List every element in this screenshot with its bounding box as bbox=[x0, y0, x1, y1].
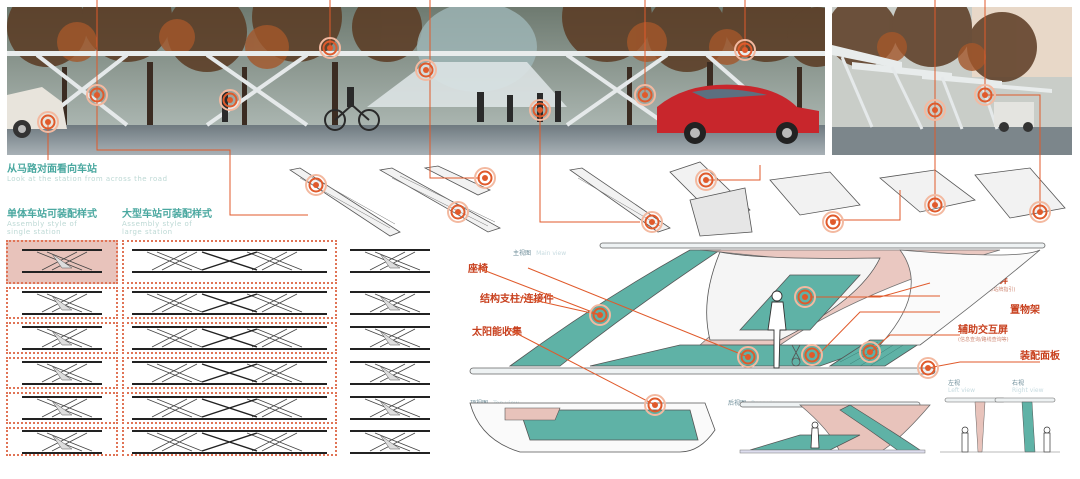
road-view-caption: 从马路对面看向车站 Look at the station from acros… bbox=[7, 160, 168, 183]
rear-view-cn: 后视图 bbox=[728, 400, 747, 407]
large-station-title-en-1: Assembly style of bbox=[122, 220, 193, 228]
label-rack: 置物架 bbox=[1010, 305, 1040, 316]
single-station-title-en-1: Assembly style of bbox=[7, 220, 78, 228]
single-style-cell[interactable] bbox=[6, 357, 118, 389]
single-station-title-cn: 单体车站可装配样式 bbox=[7, 209, 97, 220]
main-view-label: 主视图 Main view bbox=[513, 240, 566, 259]
single-station-caption: 单体车站可装配样式 Assembly style of single stati… bbox=[7, 205, 97, 236]
large-style-cell[interactable] bbox=[122, 392, 337, 424]
single-style-cell[interactable] bbox=[6, 392, 118, 424]
single-style-cell[interactable] bbox=[6, 287, 118, 319]
large-station-title-en-2: large station bbox=[122, 228, 173, 236]
label-solar: 太阳能收集 bbox=[472, 327, 522, 338]
large-style-cell[interactable] bbox=[122, 240, 337, 284]
label-aux-screen-group: 辅助交互屏 (信息查询/路线查询等) bbox=[958, 321, 1009, 343]
single-station-title-en-2: single station bbox=[7, 228, 62, 236]
left-view-label: 左视 Left view bbox=[948, 378, 975, 394]
left-view-en: Left view bbox=[948, 387, 976, 394]
single-style-cell[interactable] bbox=[6, 322, 118, 354]
main-view-en: Main view bbox=[536, 250, 567, 257]
road-view-title-cn: 从马路对面看向车站 bbox=[7, 164, 97, 175]
label-aux-screen-sub: (信息查询/路线查询等) bbox=[958, 337, 1009, 343]
main-view-cn: 主视图 bbox=[513, 250, 532, 257]
single-style-cell[interactable] bbox=[6, 427, 118, 456]
right-view-en: Right view bbox=[1012, 387, 1044, 394]
large-style-cell[interactable] bbox=[122, 322, 337, 354]
right-view-label: 右视 Right view bbox=[1012, 378, 1044, 394]
label-aux-screen: 辅助交互屏 bbox=[958, 325, 1008, 336]
large-style-cell[interactable] bbox=[122, 357, 337, 389]
right-view-cn: 右视 bbox=[1012, 380, 1025, 387]
left-view-cn: 左视 bbox=[948, 380, 961, 387]
large-style-cell[interactable] bbox=[122, 427, 337, 456]
large-style-cell[interactable] bbox=[122, 287, 337, 319]
label-panel: 装配面板 bbox=[1020, 351, 1060, 362]
road-view-title-en: Look at the station from across the road bbox=[7, 175, 168, 183]
